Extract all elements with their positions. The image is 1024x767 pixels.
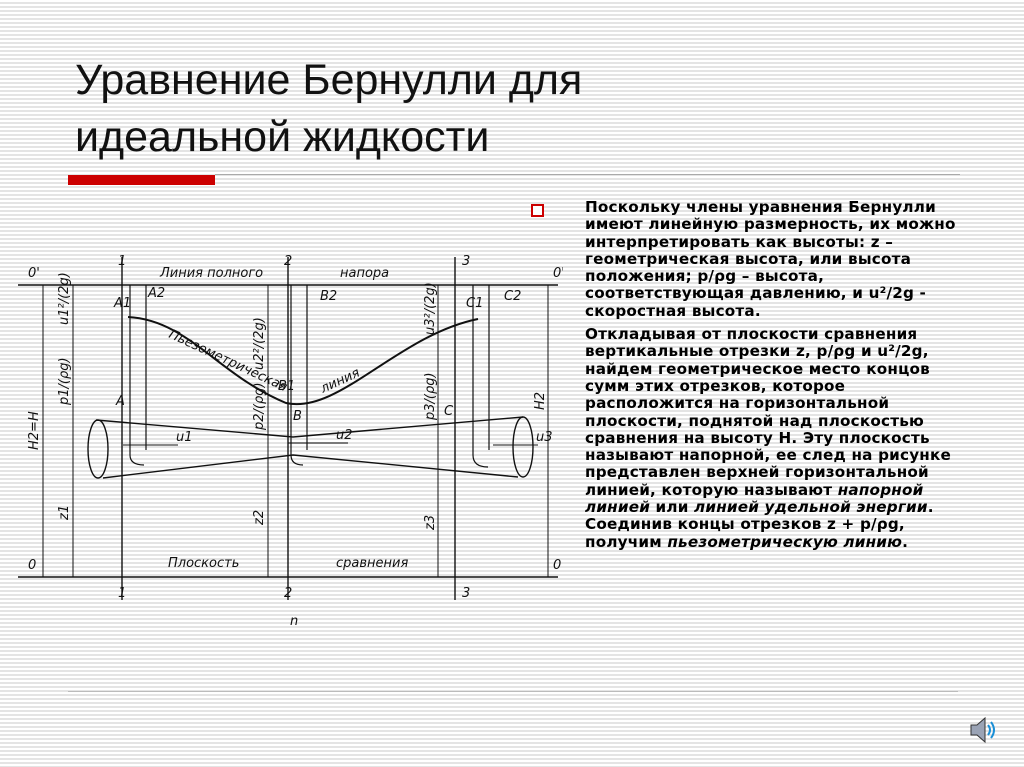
point-a2: A2	[147, 286, 165, 301]
pipe-upper-edge	[95, 416, 524, 438]
section-3-bottom: 3	[462, 586, 470, 601]
velocity-u3: u3	[536, 430, 553, 445]
point-c1: C1	[466, 296, 483, 311]
height-z2: z2	[252, 510, 267, 526]
plane-0: 0	[28, 558, 36, 573]
term-specific-energy-line: линией удельной энергии	[694, 498, 928, 517]
title-line-1: Уравнение Бернулли для	[75, 56, 583, 104]
velocity-head-3: u3²/(2g)	[423, 282, 438, 335]
total-head-label-1: Линия полного	[159, 266, 263, 281]
title-divider	[215, 174, 960, 175]
point-b: B	[293, 409, 302, 424]
plane-0-right: 0	[553, 558, 561, 573]
point-a1: A1	[113, 296, 131, 311]
velocity-head-1: u1²/(2g)	[57, 272, 72, 325]
plane-0-prime-right: 0'	[553, 266, 563, 281]
paragraph-2: Откладывая от плоскости сравнения вертик…	[585, 325, 965, 551]
title-accent-bar	[68, 175, 215, 185]
paragraph-2-text-c: . Соединив концы отрезков z + p/ρg, полу…	[585, 498, 934, 551]
point-c2: C2	[504, 289, 521, 304]
title-line-2: идеальной жидкости	[75, 113, 490, 161]
plane-label-2: сравнения	[336, 556, 408, 571]
section-2-top: 2	[284, 254, 292, 269]
plane-0-prime: 0'	[28, 266, 40, 281]
term-piezometric-line: пьезометрическую линию	[667, 532, 903, 551]
pipe-lower-edge	[102, 454, 519, 479]
total-head-h2: H2	[533, 392, 548, 410]
height-z1: z1	[57, 505, 72, 521]
bullet-square-icon	[531, 204, 544, 217]
slide-title: Уравнение Бернулли для идеальной жидкост…	[75, 52, 775, 166]
bernoulli-diagram: 1 2 3 1 2 3 0' 0' 0 0 Линия полного напо…	[18, 254, 563, 629]
point-b1: B1	[278, 379, 295, 394]
section-2-bottom: 2	[284, 586, 292, 601]
paragraph-2-text-a: Откладывая от плоскости сравнения вертик…	[585, 325, 951, 499]
section-1-top: 1	[118, 254, 126, 269]
height-z3: z3	[423, 515, 438, 531]
piezo-label-1: Пьезометрическая	[166, 327, 289, 395]
pressure-head-1: p1/(ρg)	[57, 357, 72, 406]
point-c: C	[444, 404, 454, 419]
piezo-label-2: линия	[317, 365, 362, 397]
term-head-line: напорной линией	[585, 480, 924, 517]
point-b2: B2	[320, 289, 337, 304]
velocity-u1: u1	[176, 430, 193, 445]
section-1-bottom: 1	[118, 586, 126, 601]
paragraph-1: Поскольку члены уравнения Бернулли имеют…	[585, 198, 956, 320]
velocity-head-2: u2²/(2g)	[252, 317, 267, 370]
speaker-icon[interactable]	[968, 714, 998, 746]
paragraph-2-text-b: или	[650, 498, 695, 517]
piezometric-line	[127, 316, 479, 406]
velocity-u2: u2	[336, 428, 353, 443]
figure-caption: n	[290, 614, 298, 629]
pressure-head-2: p2/(ρg)	[252, 382, 267, 431]
body-text: Поскольку члены уравнения Бернулли имеют…	[585, 198, 965, 557]
total-head-label-2: напора	[340, 266, 389, 281]
paragraph-2-text-d: .	[902, 532, 909, 551]
footer-divider	[68, 691, 958, 692]
point-a: A	[115, 394, 125, 409]
section-3-top: 3	[462, 254, 470, 269]
plane-label-1: Плоскость	[168, 556, 239, 571]
total-head-h: H2=H	[27, 411, 42, 450]
pressure-head-3: p3/(ρg)	[423, 372, 438, 421]
